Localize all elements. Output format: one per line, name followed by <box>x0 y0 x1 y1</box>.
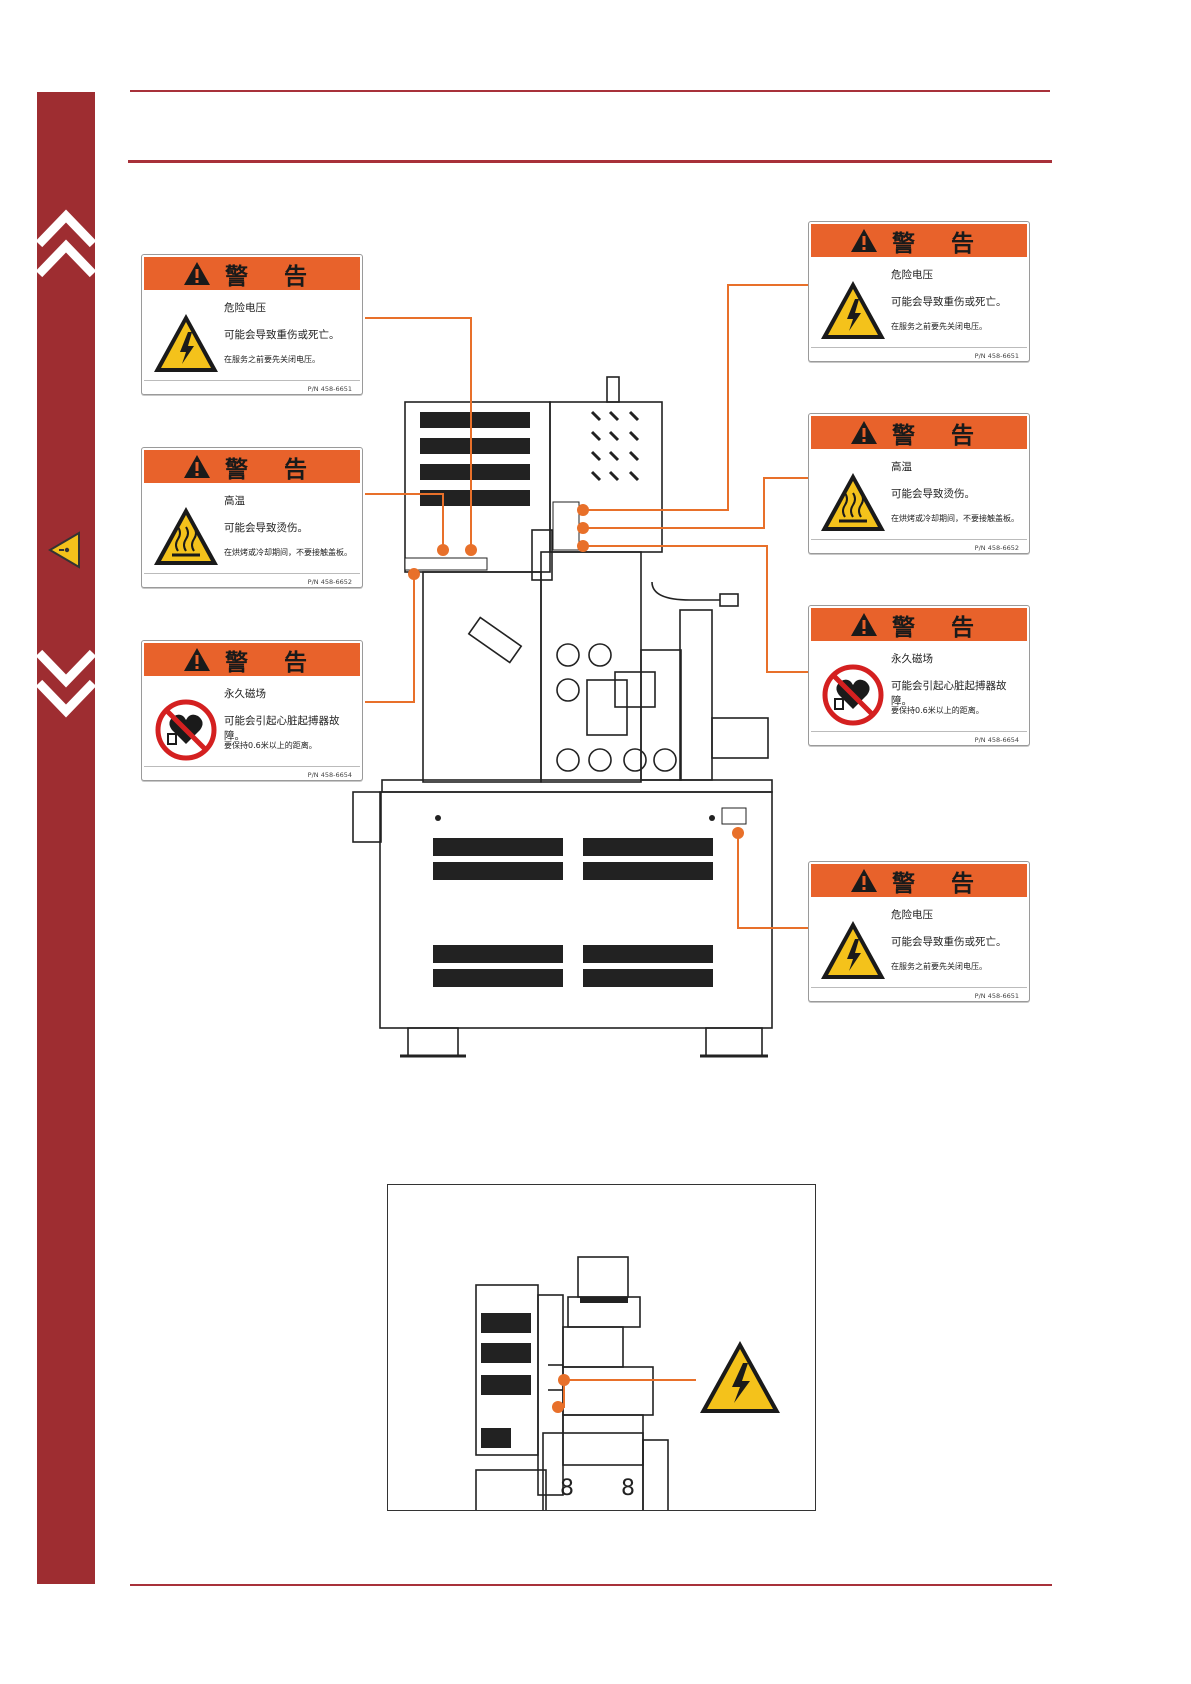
hazard-name: 永久磁场 <box>891 653 933 665</box>
warning-triangle-icon <box>48 531 80 569</box>
hazard-consequence: 可能会导致重伤或死亡。 <box>891 936 1007 948</box>
warning-label-voltage-3: 警 告 危险电压 可能会导致重伤或死亡。 在服务之前要先关闭电压。 P/N 45… <box>808 861 1030 1002</box>
hazard-consequence: 可能会引起心脏起搏器故障。 <box>891 680 1007 707</box>
label-title: 警 告 <box>224 456 321 483</box>
hazard-name: 高温 <box>891 461 912 473</box>
chevron-up-icon <box>37 209 95 278</box>
hazard-instruction: 在烘烤或冷却期间，不要接触盖板。 <box>224 548 352 557</box>
part-number: P/N 458-6652 <box>307 578 352 586</box>
header-rule-bottom <box>128 160 1052 163</box>
label-title: 警 告 <box>891 870 988 897</box>
part-number: P/N 458-6651 <box>307 385 352 393</box>
hot-surface-icon <box>154 507 218 565</box>
warning-label-voltage-2: 警 告 危险电压 可能会导致重伤或死亡。 在服务之前要先关闭电压。 P/N 45… <box>808 221 1030 362</box>
electric-hazard-icon <box>821 281 885 339</box>
label-title: 警 告 <box>224 263 321 290</box>
header-rule-top <box>130 90 1050 92</box>
warning-triangle-icon <box>850 869 877 892</box>
detail-digit: 8 <box>621 1476 635 1501</box>
label-header: 警 告 <box>811 608 1027 641</box>
detail-machine-drawing: 8 8 <box>475 1256 780 1510</box>
hazard-consequence: 可能会导致烫伤。 <box>224 522 308 534</box>
warning-label-magnet-2: 警 告 永久磁场 可能会引起心脏起搏器故障。 要保持0.6米以上的距离。 P/N… <box>808 605 1030 746</box>
label-header: 警 告 <box>144 643 360 676</box>
hazard-name: 高温 <box>224 495 245 507</box>
hazard-instruction: 要保持0.6米以上的距离。 <box>891 706 984 715</box>
electric-hazard-icon <box>821 921 885 979</box>
label-title: 警 告 <box>891 422 988 449</box>
sidebar-band <box>37 92 95 1584</box>
hazard-instruction: 要保持0.6米以上的距离。 <box>224 741 317 750</box>
hazard-name: 危险电压 <box>891 269 933 281</box>
detail-digit: 8 <box>560 1476 574 1501</box>
label-header: 警 告 <box>144 450 360 483</box>
warning-label-heat-1: 警 告 高温 可能会导致烫伤。 在烘烤或冷却期间，不要接触盖板。 P/N 458… <box>141 447 363 588</box>
label-title: 警 告 <box>891 614 988 641</box>
part-number: P/N 458-6652 <box>974 544 1019 552</box>
pacemaker-prohibited-icon <box>822 664 884 726</box>
hazard-consequence: 可能会导致烫伤。 <box>891 488 975 500</box>
label-title: 警 告 <box>224 649 321 676</box>
part-number: P/N 458-6654 <box>974 736 1019 744</box>
hazard-instruction: 在服务之前要先关闭电压。 <box>891 962 987 971</box>
hazard-consequence: 可能会导致重伤或死亡。 <box>224 329 340 341</box>
footer-rule <box>130 1584 1052 1586</box>
warning-triangle-icon <box>183 455 210 478</box>
machine-drawing <box>352 376 773 1058</box>
warning-label-heat-2: 警 告 高温 可能会导致烫伤。 在烘烤或冷却期间，不要接触盖板。 P/N 458… <box>808 413 1030 554</box>
electric-hazard-icon <box>700 1341 780 1413</box>
warning-triangle-icon <box>183 648 210 671</box>
warning-label-voltage-1: 警 告 危险电压 可能会导致重伤或死亡。 在服务之前要先关闭电压。 P/N 45… <box>141 254 363 395</box>
chevron-down-icon <box>37 649 95 718</box>
hazard-consequence: 可能会引起心脏起搏器故障。 <box>224 715 340 742</box>
hazard-name: 危险电压 <box>224 302 266 314</box>
hazard-name: 永久磁场 <box>224 688 266 700</box>
hazard-instruction: 在服务之前要先关闭电压。 <box>224 355 320 364</box>
label-title: 警 告 <box>891 230 988 257</box>
warning-triangle-icon <box>850 421 877 444</box>
part-number: P/N 458-6651 <box>974 992 1019 1000</box>
part-number: P/N 458-6651 <box>974 352 1019 360</box>
part-number: P/N 458-6654 <box>307 771 352 779</box>
hazard-consequence: 可能会导致重伤或死亡。 <box>891 296 1007 308</box>
warning-triangle-icon <box>183 262 210 285</box>
warning-triangle-icon <box>850 229 877 252</box>
warning-triangle-icon <box>850 613 877 636</box>
label-header: 警 告 <box>811 416 1027 449</box>
label-header: 警 告 <box>811 224 1027 257</box>
detail-figure: 8 8 <box>387 1184 816 1511</box>
hazard-instruction: 在服务之前要先关闭电压。 <box>891 322 987 331</box>
label-header: 警 告 <box>144 257 360 290</box>
electric-hazard-icon <box>154 314 218 372</box>
pacemaker-prohibited-icon <box>155 699 217 761</box>
hazard-name: 危险电压 <box>891 909 933 921</box>
label-header: 警 告 <box>811 864 1027 897</box>
warning-label-magnet-1: 警 告 永久磁场 可能会引起心脏起搏器故障。 要保持0.6米以上的距离。 P/N… <box>141 640 363 781</box>
hazard-instruction: 在烘烤或冷却期间，不要接触盖板。 <box>891 514 1019 523</box>
hot-surface-icon <box>821 473 885 531</box>
